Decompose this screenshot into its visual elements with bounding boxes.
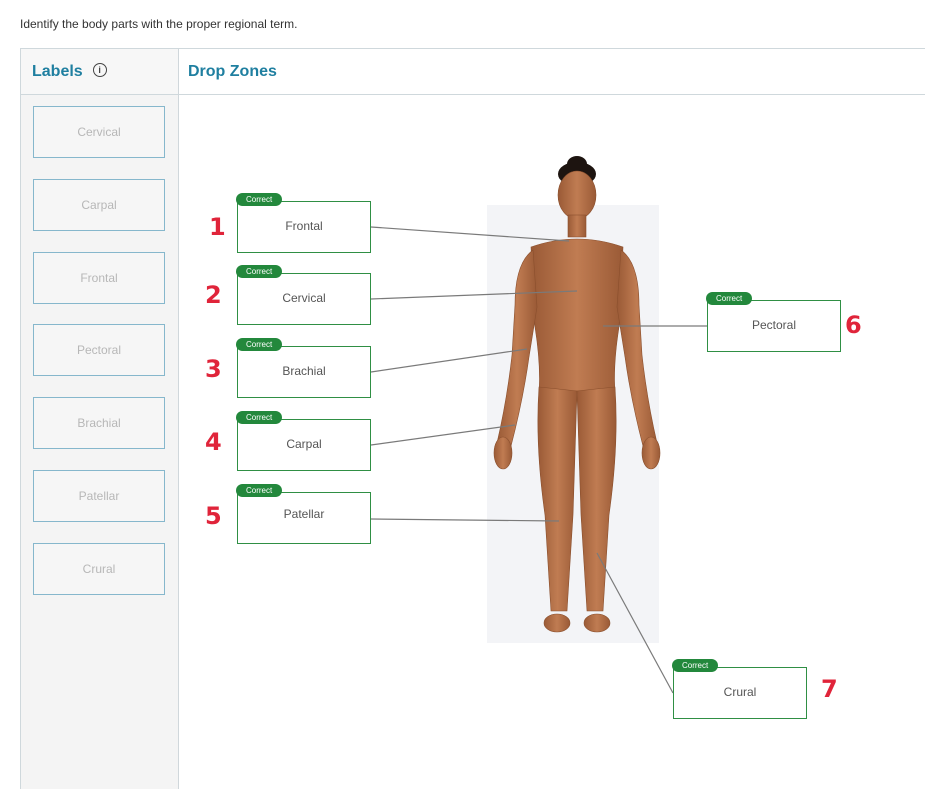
drop-zone-label: Pectoral (751, 318, 797, 332)
drop-zone-pectoral[interactable]: Correct Pectoral (706, 292, 841, 352)
drop-zone-label: Frontal (285, 219, 323, 233)
annotation-number-6: 6 (845, 311, 862, 339)
leader-lines (370, 226, 707, 694)
label-tile-frontal[interactable]: Frontal (33, 252, 165, 304)
body-figure-diagram (370, 156, 707, 694)
drop-zone-label: Patellar (283, 507, 325, 521)
annotation-number-3: 3 (205, 355, 222, 383)
correct-badge: Correct (236, 411, 283, 424)
drop-zone-label: Carpal (286, 437, 322, 451)
correct-badge: Correct (706, 292, 753, 305)
drop-zone-label: Cervical (282, 291, 326, 305)
annotation-number-4: 4 (205, 428, 222, 456)
drop-zone-carpal[interactable]: Correct Carpal (236, 411, 371, 471)
drop-zones-area: Correct Frontal Correct Cervical Correct… (179, 95, 925, 789)
label-tile-brachial[interactable]: Brachial (33, 397, 165, 449)
leader-line-carpal (370, 424, 516, 446)
leader-line-cervical (370, 290, 578, 300)
labels-title: Labels (32, 63, 83, 80)
correct-badge: Correct (236, 484, 283, 497)
drop-zones-header: Drop Zones (179, 49, 925, 95)
drop-zone-brachial[interactable]: Correct Brachial (236, 338, 371, 398)
leader-line-frontal (370, 226, 570, 242)
correct-badge: Correct (236, 265, 283, 278)
instruction-text: Identify the body parts with the proper … (20, 17, 298, 31)
leader-line-crural (596, 552, 674, 694)
drop-zone-cervical[interactable]: Correct Cervical (236, 265, 371, 325)
correct-badge: Correct (672, 659, 719, 672)
label-tile-crural[interactable]: Crural (33, 543, 165, 595)
drop-zone-crural[interactable]: Correct Crural (672, 659, 807, 719)
annotation-number-1: 1 (209, 213, 226, 241)
info-icon[interactable]: i (92, 62, 107, 77)
annotation-number-5: 5 (205, 502, 222, 530)
leader-line-brachial (370, 348, 528, 373)
correct-badge: Correct (236, 193, 283, 206)
leader-line-patellar (370, 518, 560, 522)
label-tile-pectoral[interactable]: Pectoral (33, 324, 165, 376)
label-tile-cervical[interactable]: Cervical (33, 106, 165, 158)
drop-zone-label: Brachial (282, 364, 326, 378)
drop-zone-frontal[interactable]: Correct Frontal (236, 193, 371, 253)
correct-badge: Correct (236, 338, 283, 351)
drop-zones-title: Drop Zones (188, 63, 277, 80)
drop-zone-label: Crural (723, 685, 757, 699)
label-tile-carpal[interactable]: Carpal (33, 179, 165, 231)
human-body-figure (493, 156, 661, 633)
annotation-number-7: 7 (821, 675, 838, 703)
annotation-number-2: 2 (205, 281, 222, 309)
drop-zone-patellar[interactable]: Correct Patellar (236, 484, 371, 544)
label-tile-patellar[interactable]: Patellar (33, 470, 165, 522)
